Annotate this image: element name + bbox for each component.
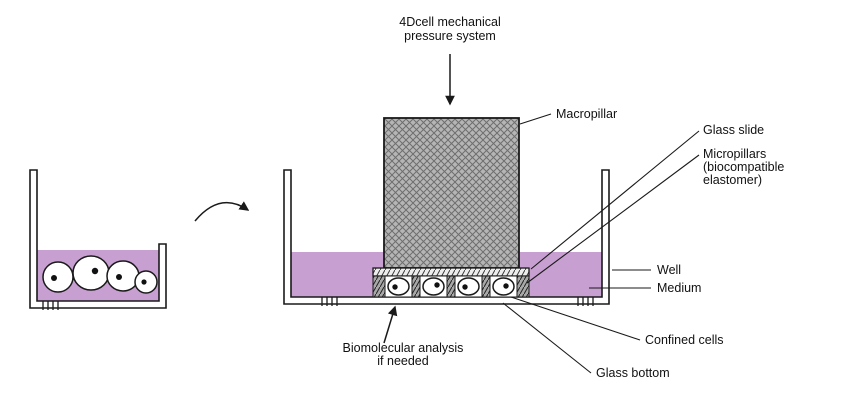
micropillar	[516, 275, 530, 298]
micropillar	[411, 275, 421, 298]
label-confined-cells: Confined cells	[645, 333, 724, 347]
cell-nucleus	[392, 284, 398, 290]
label-glass-slide: Glass slide	[703, 123, 764, 137]
unconfined-cells	[42, 255, 158, 294]
label-micropillars-line2: (biocompatible	[703, 160, 784, 174]
pressure-well-assembly	[283, 117, 610, 306]
confined-cell	[387, 277, 410, 296]
micropillar	[446, 275, 456, 298]
label-analysis-line2: if needed	[377, 354, 428, 368]
leader-micropillars	[526, 154, 700, 284]
label-micropillars-line1: Micropillars	[703, 147, 766, 161]
ground-ticks-large-well-left	[321, 297, 338, 306]
cell-nucleus	[91, 267, 99, 275]
ground-ticks-large-well-right	[577, 297, 594, 306]
figure-title-line2: pressure system	[404, 29, 496, 43]
cell	[106, 260, 140, 292]
leader-glass-bottom	[502, 302, 592, 374]
cell-nucleus	[116, 274, 122, 280]
label-medium: Medium	[657, 281, 701, 295]
leader-macropillar	[519, 113, 552, 125]
label-micropillars-line3: elastomer)	[703, 173, 762, 187]
sample-well-small	[29, 169, 167, 310]
confined-cell	[422, 277, 445, 296]
cell-nucleus	[503, 283, 509, 289]
cell	[42, 261, 74, 293]
confined-cell	[457, 277, 480, 296]
cell-nucleus	[141, 279, 147, 285]
macropillar	[383, 117, 520, 269]
cell-nucleus	[51, 275, 57, 281]
figure-title-line1: 4Dcell mechanical	[399, 15, 500, 29]
micropillar	[372, 275, 386, 298]
large-well-wall	[283, 169, 610, 305]
leader-confined-cells	[510, 296, 641, 341]
micropillar	[481, 275, 491, 298]
transfer-arrow	[194, 201, 250, 222]
ground-ticks-small-well	[42, 301, 59, 310]
cell-nucleus	[434, 282, 440, 288]
cell-nucleus	[462, 284, 468, 290]
micropillars-and-confined-cells	[372, 275, 530, 298]
glass-slide	[372, 267, 530, 277]
label-macropillar: Macropillar	[556, 107, 617, 121]
label-well: Well	[657, 263, 681, 277]
leader-glass-slide	[530, 130, 700, 270]
label-analysis-line1: Biomolecular analysis	[343, 341, 464, 355]
label-glass-bottom: Glass bottom	[596, 366, 670, 380]
small-well-wall	[29, 169, 167, 309]
analysis-arrow	[383, 305, 398, 344]
cell	[72, 255, 110, 291]
